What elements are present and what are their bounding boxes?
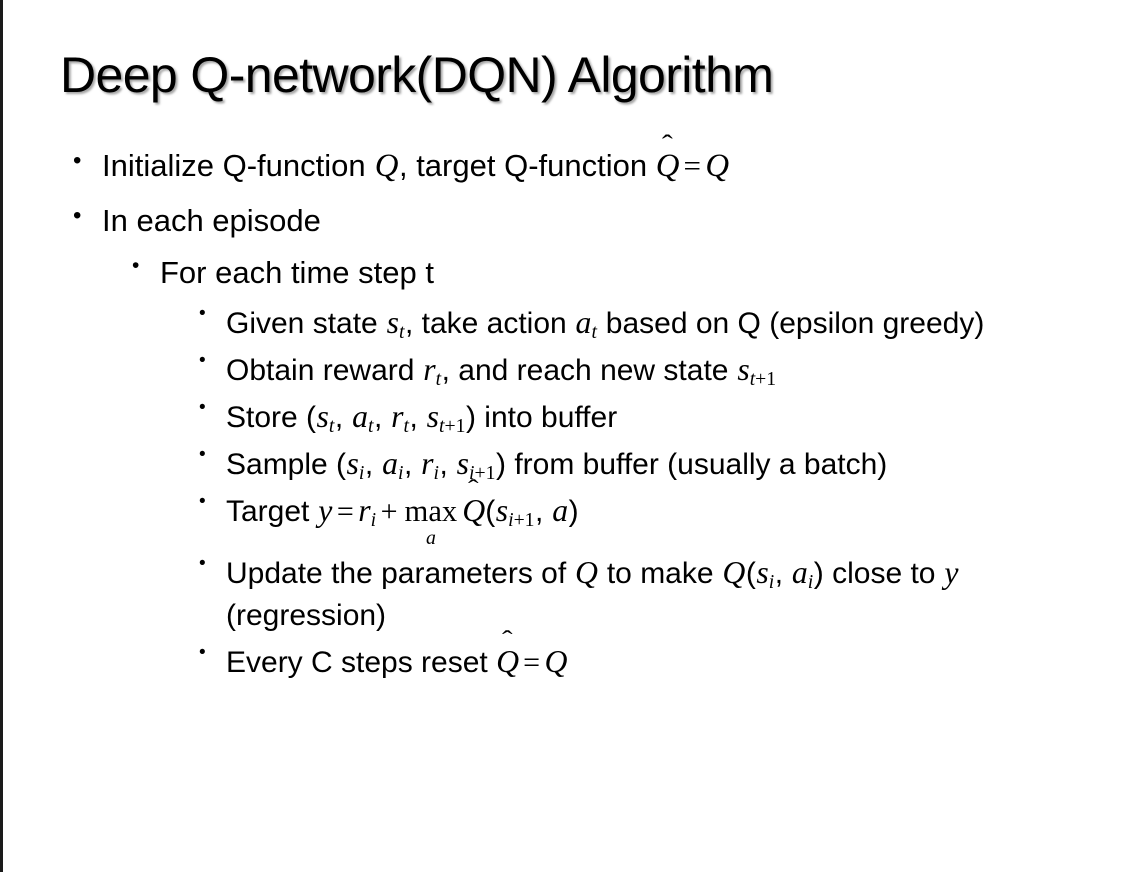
math-variable: ai bbox=[791, 555, 814, 594]
bullet-marker: • bbox=[199, 553, 206, 575]
bullet-text: Initialize Q-function Q, target Q-functi… bbox=[102, 129, 1105, 189]
bullet-text: Store (st, at, rt, st+1) into buffer bbox=[226, 398, 618, 437]
bullet-level1-in-each-episode: • In each episode bbox=[60, 200, 1105, 241]
bullet-level3-sample-buffer: • Sample (si, ai, ri, si+1) from buffer … bbox=[60, 442, 1105, 486]
bullet-level1-initialize: • Initialize Q-function Q, target Q-func… bbox=[60, 129, 1105, 189]
bullet-marker: • bbox=[199, 641, 206, 663]
math-variable: si+1 bbox=[495, 492, 535, 531]
bullet-level3-store-buffer: • Store (st, at, rt, st+1) into buffer bbox=[60, 395, 1105, 439]
slide-title: Deep Q-network(DQN) Algorithm bbox=[60, 47, 774, 103]
math-variable: st bbox=[316, 398, 335, 437]
math-variable: st+1 bbox=[426, 398, 466, 437]
math-variable: Q bbox=[374, 148, 399, 184]
math-variable: a bbox=[552, 492, 569, 528]
bullet-text: In each episode bbox=[102, 202, 321, 238]
math-variable: ri bbox=[421, 445, 439, 484]
bullet-text: Given state st, take action at based on … bbox=[226, 305, 985, 344]
bullet-marker: • bbox=[199, 443, 206, 465]
bullet-level2-for-each-time-step: • For each time step t bbox=[60, 252, 1105, 293]
bullet-marker: • bbox=[199, 303, 206, 325]
math-variable: rt bbox=[391, 398, 409, 437]
bullet-marker: • bbox=[199, 490, 206, 512]
circumflex-accent-icon: ˆ bbox=[467, 473, 479, 503]
math-variable: at bbox=[352, 398, 374, 437]
bullet-text: Obtain reward rt, and reach new state st… bbox=[226, 352, 777, 391]
math-variable: si+1 bbox=[456, 445, 496, 484]
math-operator: = bbox=[523, 645, 540, 679]
circumflex-accent-icon: ˆ bbox=[501, 624, 513, 654]
slide-body: • Initialize Q-function Q, target Q-func… bbox=[60, 129, 1105, 687]
bullet-level3-update-parameters: • Update the parameters of Q to make Q(s… bbox=[60, 551, 1105, 636]
math-variable: at bbox=[575, 305, 597, 344]
circumflex-accent-icon: ˆ bbox=[661, 129, 673, 159]
math-variable: st+1 bbox=[737, 352, 777, 391]
bullet-text: For each time step t bbox=[160, 254, 434, 290]
math-variable: Q bbox=[544, 643, 568, 679]
math-variable: y bbox=[944, 555, 959, 591]
math-variable: si bbox=[346, 445, 365, 484]
math-operator: = bbox=[336, 494, 354, 528]
bullet-text: Update the parameters of Q to make Q(si,… bbox=[226, 555, 959, 633]
math-variable: Q bbox=[705, 148, 730, 184]
bullet-marker: • bbox=[73, 201, 82, 229]
bullet-level3-obtain-reward: • Obtain reward rt, and reach new state … bbox=[60, 348, 1105, 392]
bullet-marker: • bbox=[73, 147, 82, 174]
math-variable: ai bbox=[382, 445, 404, 484]
math-variable: st bbox=[386, 305, 405, 344]
bullet-text: Sample (si, ai, ri, si+1) from buffer (u… bbox=[226, 445, 888, 484]
bullet-level3-given-state: • Given state st, take action at based o… bbox=[60, 301, 1105, 345]
bullet-marker: • bbox=[199, 396, 206, 418]
math-operator: + bbox=[380, 494, 398, 528]
bullet-marker: • bbox=[132, 253, 140, 277]
math-variable: y bbox=[318, 492, 333, 528]
math-variable: ri bbox=[358, 492, 377, 531]
math-variable: si bbox=[756, 555, 775, 594]
math-variable: Q bbox=[722, 555, 746, 591]
math-variable: Q bbox=[575, 555, 598, 591]
math-variable: rt bbox=[423, 352, 442, 391]
math-operator: = bbox=[683, 148, 701, 183]
bullet-marker: • bbox=[199, 350, 206, 371]
